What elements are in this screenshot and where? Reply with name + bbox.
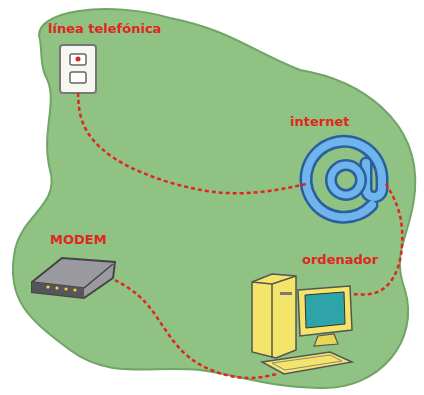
green-cloud bbox=[13, 9, 415, 388]
device-node: MODEM bbox=[32, 258, 115, 298]
at-symbol bbox=[306, 141, 382, 217]
computer bbox=[252, 274, 352, 374]
modem bbox=[32, 258, 115, 298]
dashed-cable bbox=[115, 280, 277, 378]
device-node: línea telefónica bbox=[60, 45, 96, 93]
dashed-cable bbox=[78, 93, 306, 193]
device-label: MODEM bbox=[50, 232, 107, 248]
device-label: ordenador bbox=[302, 252, 378, 268]
device-node: internet bbox=[306, 140, 386, 220]
device-node: ordenador bbox=[252, 274, 352, 374]
wall-socket bbox=[60, 45, 96, 93]
device-label: internet bbox=[290, 114, 349, 130]
device-label: línea telefónica bbox=[48, 21, 161, 37]
dashed-cable bbox=[352, 184, 402, 295]
